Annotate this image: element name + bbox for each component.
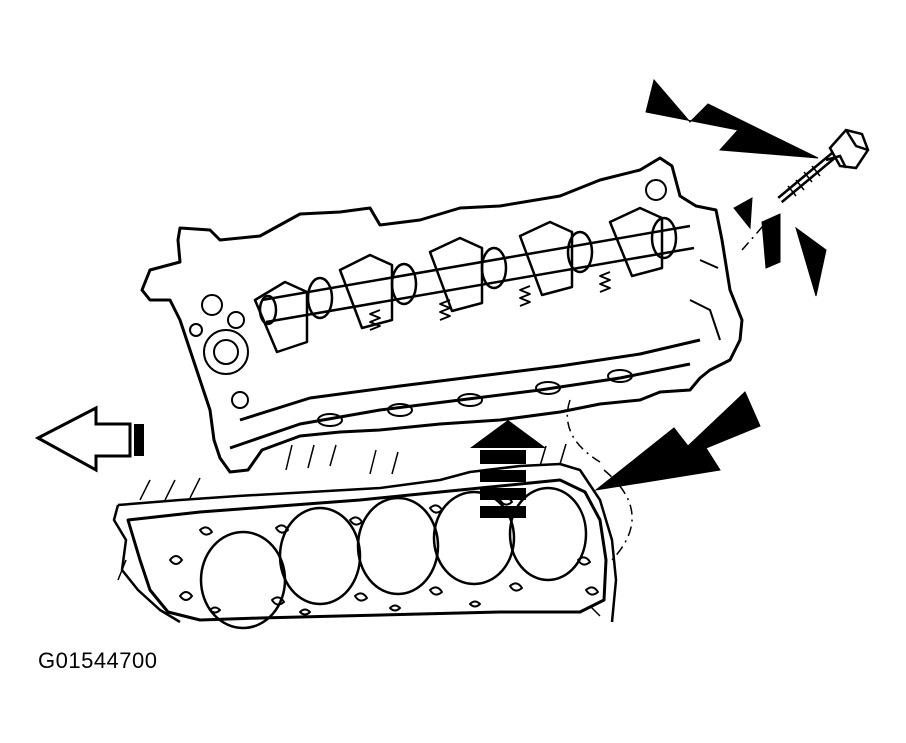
cylinder-bore-3 — [356, 496, 440, 596]
gasket-callout-arrow-icon — [594, 391, 761, 491]
bolt-callout-arrow-icon — [645, 78, 819, 159]
head-bolt-icon — [777, 128, 870, 204]
head-gasket — [126, 478, 608, 622]
removal-direction-arrow-icon — [34, 405, 144, 473]
cylinder-bore-1 — [199, 530, 287, 630]
engine-block — [112, 443, 618, 630]
camshaft — [258, 216, 695, 326]
cylinder-bore-5 — [508, 486, 588, 582]
lift-direction-arrow-icon — [470, 420, 546, 518]
cylinder-head — [140, 156, 744, 474]
bolt-seat-arrow-icon — [733, 197, 753, 230]
leader-lines — [566, 217, 771, 561]
figure-id-label: G01544700 — [38, 648, 158, 673]
cylinder-bore-4 — [432, 490, 516, 586]
cylinder-bore-2 — [278, 506, 362, 606]
